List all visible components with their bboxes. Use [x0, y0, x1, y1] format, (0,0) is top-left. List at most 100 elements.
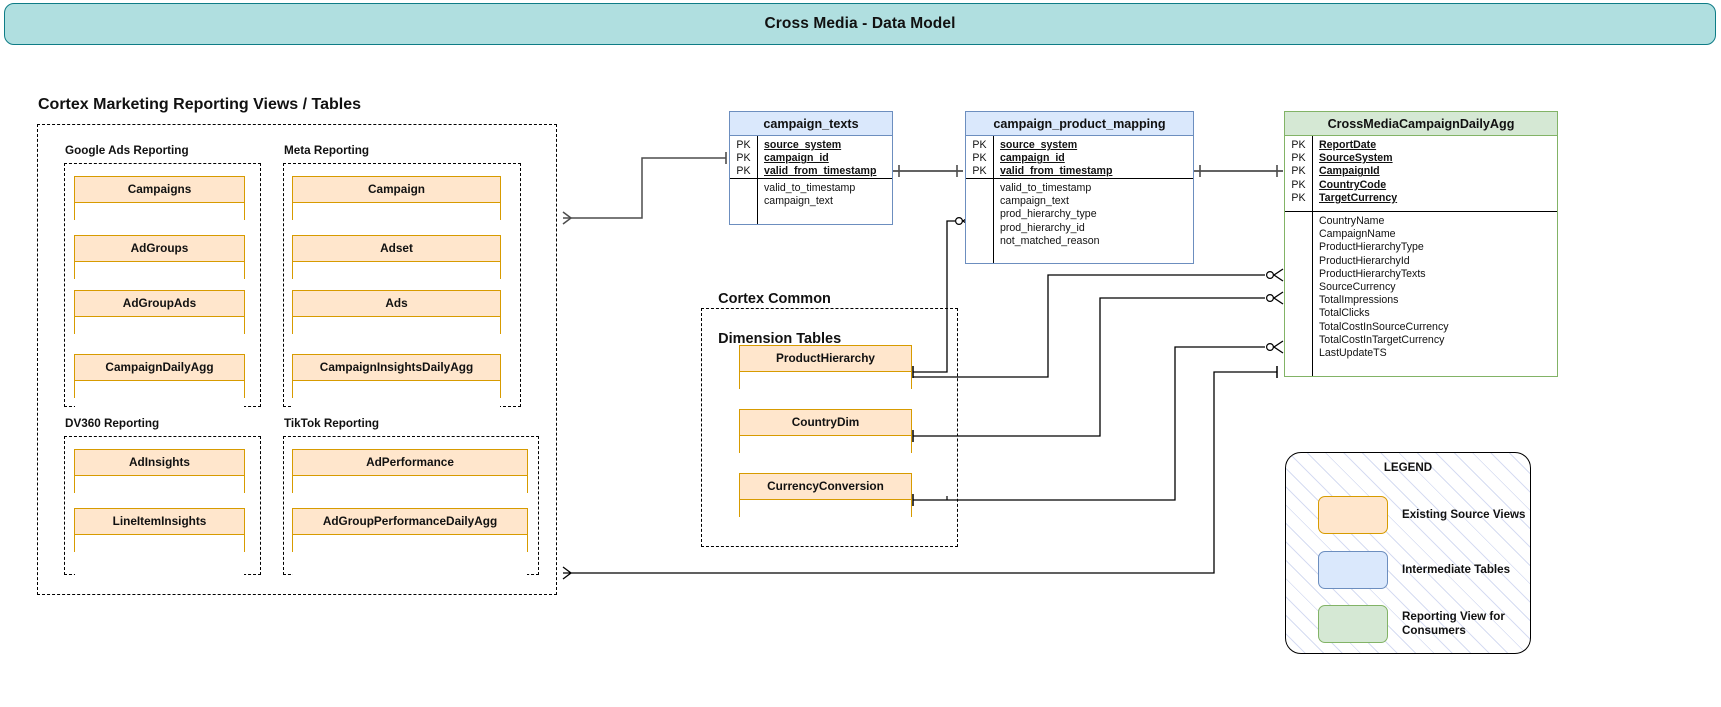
pk-field: TargetCurrency [1319, 191, 1398, 204]
pk-field: source_system [764, 139, 842, 151]
entity-fields: valid_to_timestamp campaign_text [758, 179, 892, 224]
legend-item-intermediate-tables: Intermediate Tables [1318, 551, 1510, 589]
table-card-title: Campaigns [75, 177, 244, 203]
table-card-title: ProductHierarchy [740, 346, 911, 372]
entity-cross-media-campaign-daily-agg[interactable]: CrossMediaCampaignDailyAgg PK PK PK PK P… [1284, 111, 1558, 377]
table-card-campaigns[interactable]: Campaigns [74, 176, 245, 245]
table-card-adinsights[interactable]: AdInsights [74, 449, 245, 518]
field: CampaignName [1319, 228, 1396, 241]
table-card-body [293, 317, 500, 359]
legend-swatch-blue [1318, 551, 1388, 589]
entity-title: campaign_product_mapping [966, 112, 1193, 136]
pk-field: CampaignId [1319, 165, 1380, 178]
entity-attr-section: valid_to_timestamp campaign_text [730, 179, 892, 224]
table-card-campaigninsightsdailyagg[interactable]: CampaignInsightsDailyAgg [292, 354, 501, 423]
legend-label: Intermediate Tables [1402, 563, 1511, 576]
table-card-title: AdPerformance [293, 450, 527, 476]
table-card-campaigndailyagg[interactable]: CampaignDailyAgg [74, 354, 245, 423]
field: LastUpdateTS [1319, 347, 1387, 360]
entity-pk-section: PK PK PK source_system campaign_id valid… [730, 136, 892, 179]
section-label-tiktok: TikTok Reporting [284, 417, 380, 430]
table-card-title: LineItemInsights [75, 509, 244, 535]
table-card-body [293, 381, 500, 423]
table-card-campaign[interactable]: Campaign [292, 176, 501, 245]
field: TotalClicks [1319, 307, 1370, 320]
legend-item-reporting-view: Reporting View for Consumers [1318, 605, 1505, 643]
table-card-ads[interactable]: Ads [292, 290, 501, 359]
dimension-group-title-line2: Dimension Tables [718, 331, 842, 347]
table-card-body [740, 500, 911, 542]
entity-title: CrossMediaCampaignDailyAgg [1285, 112, 1557, 136]
table-card-title: CampaignInsightsDailyAgg [293, 355, 500, 381]
table-card-title: AdGroups [75, 236, 244, 262]
field: ProductHierarchyType [1319, 241, 1424, 254]
table-card-title: AdGroupPerformanceDailyAgg [293, 509, 527, 535]
legend-label: Reporting View for Consumers [1402, 610, 1505, 637]
entity-attr-section: valid_to_timestamp campaign_text prod_hi… [966, 179, 1193, 263]
entity-campaign-texts[interactable]: campaign_texts PK PK PK source_system ca… [729, 111, 893, 225]
legend-item-existing-source-views: Existing Source Views [1318, 496, 1526, 534]
key-label: PK [1291, 191, 1306, 204]
table-card-title: CurrencyConversion [740, 474, 911, 500]
table-card-title: CountryDim [740, 410, 911, 436]
field: TotalCostInSourceCurrency [1319, 320, 1449, 333]
key-label: PK [736, 139, 751, 151]
pk-field: valid_from_timestamp [764, 165, 877, 178]
entity-pk-section: PK PK PK PK PK ReportDate SourceSystem C… [1285, 136, 1557, 212]
table-card-producthierarchy[interactable]: ProductHierarchy [739, 345, 912, 414]
reporting-group-container [37, 124, 557, 595]
table-card-countrydim[interactable]: CountryDim [739, 409, 912, 478]
entity-pk-fields: ReportDate SourceSystem CampaignId Count… [1313, 136, 1557, 211]
table-card-body [75, 535, 244, 577]
table-card-currencyconversion[interactable]: CurrencyConversion [739, 473, 912, 542]
table-card-title: AdGroupAds [75, 291, 244, 317]
table-card-body [740, 436, 911, 478]
legend-title: LEGEND [1383, 461, 1433, 474]
legend-label: Existing Source Views [1402, 508, 1526, 521]
pk-field: valid_from_timestamp [1000, 165, 1113, 178]
field: CountryName [1319, 215, 1385, 227]
key-label: PK [1291, 139, 1306, 151]
entity-key-column: PK PK PK PK PK [1285, 136, 1313, 211]
pk-field: source_system [1000, 139, 1078, 151]
wire-product-mapping-to-crossmedia [1194, 165, 1283, 177]
table-card-adgroupperformancedailyagg[interactable]: AdGroupPerformanceDailyAgg [292, 508, 528, 577]
table-card-adgroupads[interactable]: AdGroupAds [74, 290, 245, 359]
field: not_matched_reason [1000, 234, 1100, 247]
table-card-lineiteminsights[interactable]: LineItemInsights [74, 508, 245, 577]
key-label: PK [736, 165, 751, 178]
entity-pk-fields: source_system campaign_id valid_from_tim… [758, 136, 892, 178]
wire-currencyconversion-to-crossmedia [912, 340, 1284, 506]
table-card-body [75, 381, 244, 423]
section-label-dv360: DV360 Reporting [65, 417, 160, 430]
field: prod_hierarchy_id [1000, 221, 1085, 234]
pk-field: SourceSystem [1319, 152, 1393, 165]
wire-producthierarchy-to-crossmedia [913, 268, 1284, 378]
key-label: PK [1291, 152, 1306, 165]
legend-panel: LEGEND Existing Source Views Intermediat… [1285, 452, 1531, 654]
field: TotalCostInTargetCurrency [1319, 333, 1445, 346]
key-label: PK [972, 165, 987, 178]
table-card-body [75, 317, 244, 359]
table-card-title: CampaignDailyAgg [75, 355, 244, 381]
key-label: PK [1291, 178, 1306, 191]
pk-field: ReportDate [1319, 139, 1377, 151]
field: valid_to_timestamp [1000, 182, 1092, 194]
legend-swatch-green [1318, 605, 1388, 643]
dimension-group-title-line1: Cortex Common [718, 291, 831, 307]
entity-attr-section: CountryName CampaignName ProductHierarch… [1285, 212, 1557, 376]
entity-key-column-empty [1285, 212, 1313, 376]
entity-key-column-empty [966, 179, 994, 263]
pk-field: campaign_id [764, 152, 829, 165]
key-label: PK [736, 152, 751, 165]
table-card-adperformance[interactable]: AdPerformance [292, 449, 528, 518]
entity-key-column-empty [730, 179, 758, 224]
section-label-meta: Meta Reporting [284, 144, 370, 157]
table-card-adset[interactable]: Adset [292, 235, 501, 304]
field: ProductHierarchyId [1319, 254, 1410, 267]
table-card-adgroups[interactable]: AdGroups [74, 235, 245, 304]
page-title-banner: Cross Media - Data Model [4, 3, 1716, 45]
entity-campaign-product-mapping[interactable]: campaign_product_mapping PK PK PK source… [965, 111, 1194, 264]
entity-fields: valid_to_timestamp campaign_text prod_hi… [994, 179, 1193, 263]
